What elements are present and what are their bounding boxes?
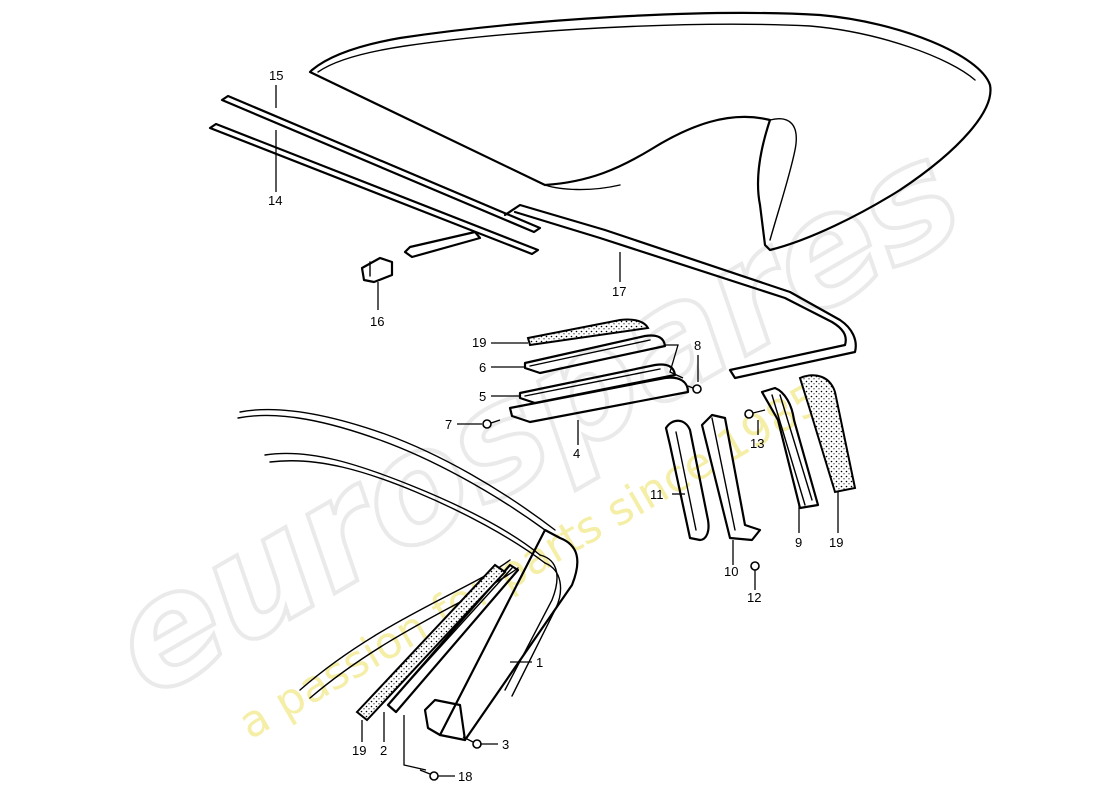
part-9-seal xyxy=(760,386,820,510)
callout-2: 2 xyxy=(380,743,387,758)
part-16-clip xyxy=(360,256,394,284)
part-19-window-pad xyxy=(355,563,507,722)
callout-19: 19 xyxy=(352,743,366,758)
leaders xyxy=(275,85,839,777)
callout-13: 13 xyxy=(750,436,764,451)
part-4-strip xyxy=(508,376,690,424)
watermark: eurospares a passion for parts since 198… xyxy=(79,104,991,749)
window-frame xyxy=(237,408,579,742)
hardtop-shell xyxy=(308,11,992,252)
part-17-seal xyxy=(503,203,857,380)
callout-11: 11 xyxy=(650,487,664,502)
callout-9: 9 xyxy=(795,535,802,550)
part-15-strip xyxy=(220,94,542,234)
part-19-upper-strip xyxy=(526,318,650,347)
callout-17: 17 xyxy=(612,284,626,299)
callout-19: 19 xyxy=(829,535,843,550)
callout-16: 16 xyxy=(370,314,384,329)
callout-19: 19 xyxy=(472,335,486,350)
callout-6: 6 xyxy=(479,360,486,375)
fastener-13 xyxy=(744,409,766,419)
callout-8: 8 xyxy=(694,338,701,353)
callout-12: 12 xyxy=(747,590,761,605)
callout-1: 1 xyxy=(536,655,543,670)
fastener-8 xyxy=(687,384,702,394)
part-11-trim xyxy=(664,419,710,542)
callout-4: 4 xyxy=(573,446,580,461)
callout-5: 5 xyxy=(479,389,486,404)
part-14-strip xyxy=(208,122,540,256)
callout-3: 3 xyxy=(502,737,509,752)
fastener-12 xyxy=(750,561,760,571)
fastener-18 xyxy=(419,769,439,781)
part-10-pillar xyxy=(700,413,762,542)
callout-7: 7 xyxy=(445,417,452,432)
callout-14: 14 xyxy=(268,193,282,208)
callout-labels: 15 14 16 17 19 6 8 5 7 4 13 11 9 19 10 1… xyxy=(268,68,843,784)
callout-15: 15 xyxy=(269,68,283,83)
part-6-strip xyxy=(523,334,667,375)
callout-10: 10 xyxy=(724,564,738,579)
part-19-pillar-pad xyxy=(798,374,857,494)
part-small-strip xyxy=(403,230,482,259)
fastener-7 xyxy=(482,419,501,429)
callout-18: 18 xyxy=(458,769,472,784)
